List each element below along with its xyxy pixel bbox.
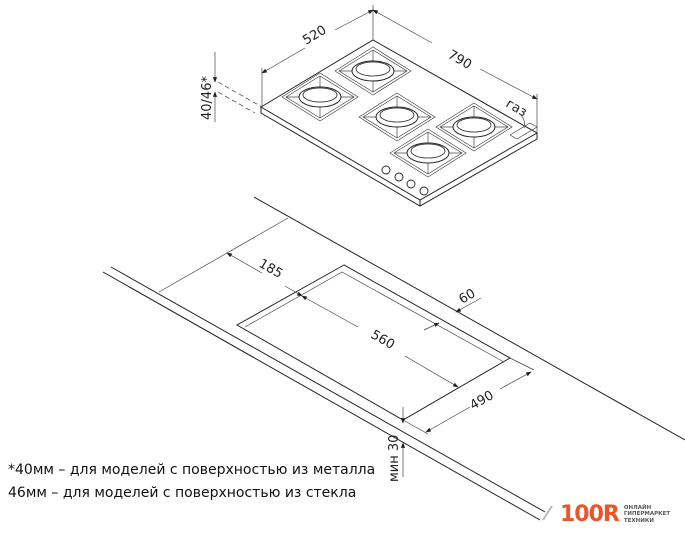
logo: 100R ОНЛАЙН ГИПЕРМАРКЕТ ТЕХНИКИ [560,502,670,527]
knob [419,186,429,196]
length-label: 560 [368,327,397,352]
logo-line: ГИПЕРМАРКЕТ [623,511,671,518]
gas-label: газ [503,96,529,120]
side-offset-label: 60 [457,286,479,307]
knob [406,179,416,189]
back-offset-label: 185 [256,256,285,281]
depth-label: 490 [468,388,497,413]
logo-line: ОНЛАЙН [623,504,652,511]
countertop [102,196,685,521]
cutout-dimensions: 185 560 60 490 мин 30 [226,252,535,482]
logo-tagline: ОНЛАЙН ГИПЕРМАРКЕТ ТЕХНИКИ [624,505,670,525]
control-knobs [381,165,429,196]
hob-width-label: 790 [445,47,474,72]
hob [260,39,539,207]
burner [281,72,359,122]
burner [389,128,467,178]
burners [281,46,513,178]
min-thickness-label: мин 30 [387,435,402,482]
logo-line: ТЕХНИКИ [623,517,654,524]
hob-depth-label: 520 [300,23,329,49]
knob [394,172,404,182]
hob-height-label: 40/46* [200,76,215,120]
knob [381,165,391,175]
logo-mark: 100R [560,502,620,527]
note-glass: 46мм – для моделей с поверхностью из сте… [8,485,357,501]
note-metal: *40мм – для моделей с поверхностью из ме… [8,462,376,478]
burner [334,46,412,96]
burner [435,102,513,152]
burner [358,92,436,142]
